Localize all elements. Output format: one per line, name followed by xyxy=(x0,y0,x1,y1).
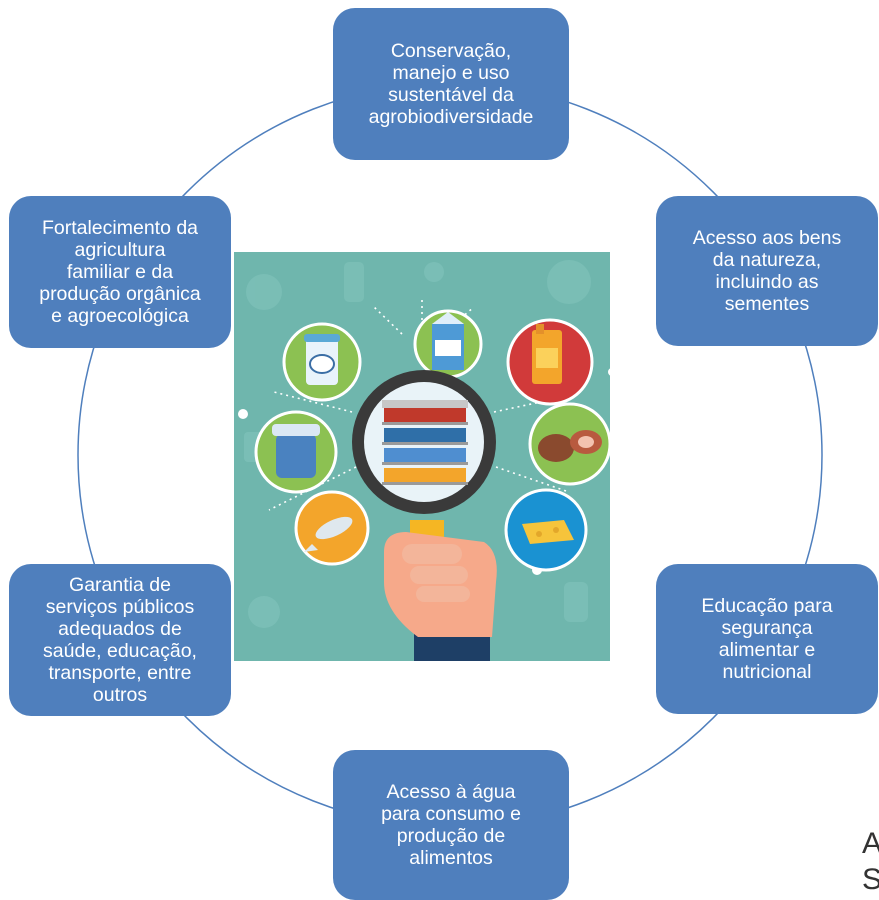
jar-icon xyxy=(254,410,338,494)
box-nutrition-education: Educação para segurança alimentar e nutr… xyxy=(656,564,878,714)
juice-carton-icon xyxy=(506,318,594,406)
box-public-services: Garantia de serviços públicos adequados … xyxy=(9,564,231,716)
cut-off-text-line-1: A xyxy=(862,827,879,860)
box-water-access: Acesso à água para consumo e produção de… xyxy=(333,750,569,900)
cut-off-text-line-2: S xyxy=(862,863,879,896)
ham-icon xyxy=(528,402,610,486)
food-magnifier-illustration xyxy=(234,252,610,661)
grocery-shelf-icon xyxy=(382,400,468,485)
box-family-farming: Fortalecimento da agricultura familiar e… xyxy=(9,196,231,348)
hand-icon xyxy=(384,532,497,661)
box-agrobiodiversity: Conservação, manejo e uso sustentável da… xyxy=(333,8,569,160)
milk-carton-icon xyxy=(413,309,483,379)
fish-icon xyxy=(294,490,370,566)
box-nature-access: Acesso aos bens da natureza, incluindo a… xyxy=(656,196,878,346)
yogurt-cup-icon xyxy=(282,322,362,402)
cheese-icon xyxy=(504,488,588,572)
